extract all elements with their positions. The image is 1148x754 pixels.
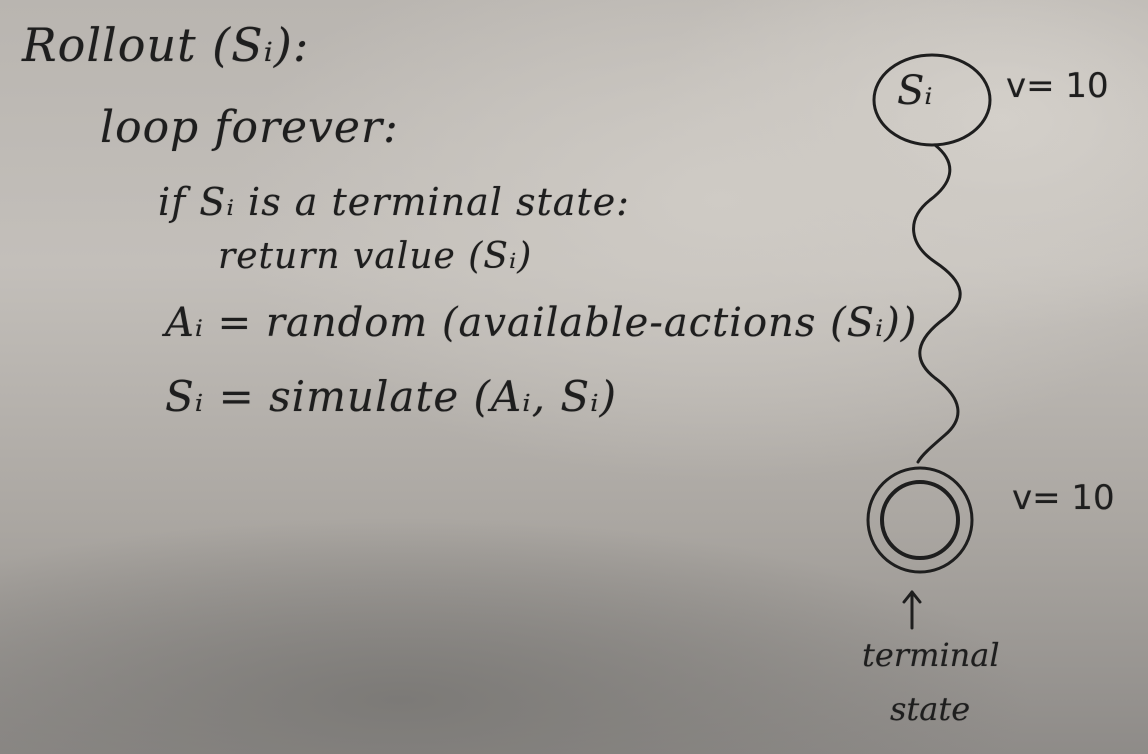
start-node-circle: [872, 53, 992, 147]
start-node-label: Sᵢ: [897, 68, 933, 114]
terminal-node-inner: [880, 480, 960, 560]
terminal-caption: terminal: [862, 636, 1000, 674]
rollout-path: [912, 143, 962, 464]
loop-line: loop forever:: [100, 102, 399, 153]
action-line: Aᵢ = random (available-actions (Sᵢ)): [165, 300, 918, 346]
terminal-check-line: if Sᵢ is a terminal state:: [158, 180, 630, 224]
rollout-header: Rollout (Sᵢ):: [22, 18, 310, 72]
state-caption: state: [890, 690, 971, 728]
return-line: return value (Sᵢ): [218, 236, 533, 277]
arrow-up-icon: [902, 590, 922, 630]
start-value-label: v= 10: [1006, 66, 1109, 106]
end-value-label: v= 10: [1012, 478, 1115, 518]
simulate-line: Sᵢ = simulate (Aᵢ, Sᵢ): [165, 372, 618, 421]
terminal-node-outer: [866, 466, 974, 574]
